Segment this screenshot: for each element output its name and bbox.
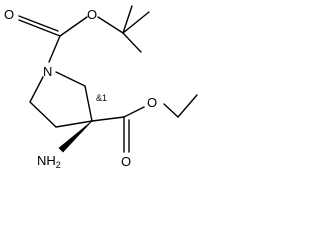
bond-ring-n-c5	[29, 76, 44, 103]
bond-n-carbamate	[48, 35, 61, 63]
bond-ring-c2-n	[55, 71, 86, 87]
bond-ring-c5-c4	[29, 101, 57, 128]
bond-carbamate-oxygen	[59, 16, 88, 37]
bond-ester-oxygen	[123, 106, 145, 118]
bond-ring-c4-c3	[55, 120, 93, 128]
bond-ring-c3-c2	[84, 85, 93, 122]
amine-main-text: NH	[37, 153, 56, 168]
atom-label-ethyl-ester-oxygen: O	[147, 95, 157, 110]
boc-group	[18, 5, 150, 63]
atom-label-carbamate-ester-oxygen: O	[87, 7, 97, 22]
amine-subscript: 2	[56, 160, 61, 170]
bond-oxygen-tbutyl	[97, 16, 124, 34]
amine-wedge-bond	[58, 120, 93, 153]
atom-label-amine: NH2	[37, 153, 61, 170]
bond-tbutyl-methyl-1	[122, 5, 133, 34]
atom-label-ring-nitrogen: N	[43, 64, 52, 79]
bond-oxygen-ch2	[163, 103, 179, 118]
bond-c3-ester-carbon	[91, 116, 125, 122]
stereo-center-label: &1	[96, 93, 107, 103]
bond-ch2-ch3	[177, 94, 198, 118]
bond-carbamate-carbonyl-2	[18, 15, 59, 32]
bond-tbutyl-methyl-3	[122, 32, 142, 53]
bond-tbutyl-methyl-2	[122, 11, 150, 34]
atom-label-carbamate-carbonyl-oxygen: O	[4, 7, 14, 22]
chemical-structure-diagram: N O O &1 O NH2 O	[4, 5, 198, 170]
pyrrolidine-ring	[29, 71, 93, 128]
bond-carbamate-carbonyl-1	[18, 19, 61, 37]
atom-label-ester-carbonyl-oxygen: O	[121, 154, 131, 169]
ethyl-ester-group	[91, 94, 198, 153]
